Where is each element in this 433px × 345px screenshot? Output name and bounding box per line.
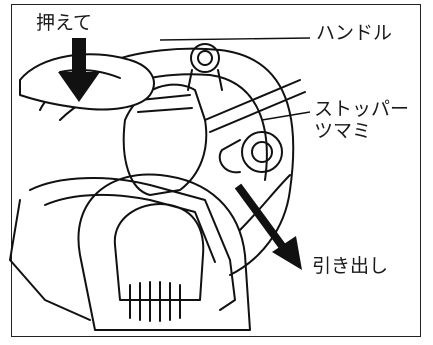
handle-knob — [190, 43, 220, 73]
label-stopper-knob: ストッパー ツマミ — [314, 98, 409, 142]
pull-out-arrow — [234, 183, 302, 270]
motor-housing — [77, 173, 251, 331]
label-stopper-line2: ツマミ — [314, 120, 372, 142]
handle-grip — [122, 83, 208, 196]
press-down-arrow — [58, 38, 100, 102]
arm-frame — [29, 177, 236, 311]
handle-leader — [159, 37, 311, 41]
label-pull-out: 引き出し — [312, 255, 389, 277]
label-press: 押えて — [36, 12, 93, 34]
vent-slots — [129, 281, 181, 322]
stopper-leader — [261, 111, 311, 121]
stopper-knob — [241, 131, 283, 173]
label-handle: ハンドル — [316, 22, 393, 44]
label-stopper-line1: ストッパー — [314, 98, 410, 120]
